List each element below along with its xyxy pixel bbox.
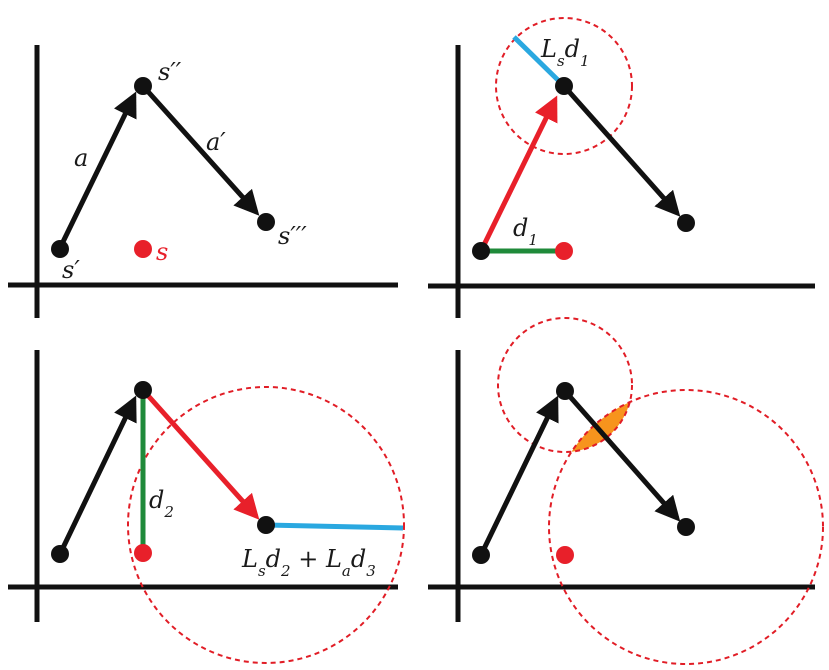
- panel-top-left: s′ s′′ s′′′ s a a′: [8, 45, 398, 318]
- state-s-double-prime-point: [134, 381, 152, 399]
- label-s-double-prime: s′′: [158, 58, 182, 86]
- lipschitz-ls-d1-line: [512, 35, 566, 88]
- state-s-point: [134, 240, 152, 258]
- state-s-double-prime-point: [134, 77, 152, 95]
- lipschitz-radius-circle: [127, 386, 405, 664]
- label-s: s: [156, 238, 168, 266]
- action-a-arrow: [57, 395, 137, 556]
- state-s-point: [134, 544, 152, 562]
- state-s-triple-prime-point: [257, 213, 275, 231]
- state-s-point: [555, 242, 573, 260]
- state-s-triple-prime-point: [677, 214, 695, 232]
- lipschitz-radius-line: [265, 522, 404, 531]
- action-a-prime-arrow: [141, 84, 260, 216]
- lipschitz-radius-circle: [495, 17, 633, 155]
- state-s-double-prime-point: [555, 77, 573, 95]
- label-d1: d1: [513, 214, 538, 249]
- state-s-prime-point: [472, 546, 490, 564]
- state-s-prime-point: [51, 240, 69, 258]
- label-s-triple-prime: s′′′: [278, 222, 307, 250]
- state-s-prime-point: [472, 242, 490, 260]
- state-s-double-prime-point: [556, 382, 574, 400]
- label-s-prime: s′: [62, 256, 80, 284]
- action-a-prime-arrow: [563, 389, 681, 522]
- large-radius-circle: [548, 389, 824, 665]
- action-a-arrow-from-s: [478, 95, 558, 253]
- label-d2: d2: [149, 486, 174, 521]
- panel-bottom-left: d2 Lsd2 + Lad3: [8, 350, 405, 664]
- state-s-triple-prime-point: [257, 516, 275, 534]
- panel-bottom-right: [428, 317, 824, 665]
- label-a: a: [74, 144, 88, 172]
- label-a-prime: a′: [206, 128, 226, 156]
- action-a-prime-arrow: [562, 84, 681, 217]
- label-ls-d2-plus-la-d3: Lsd2 + Lad3: [241, 545, 376, 580]
- state-s-point: [556, 546, 574, 564]
- panel-top-right: d1 Lsd1: [428, 17, 815, 318]
- state-s-prime-point: [51, 545, 69, 563]
- action-a-arrow: [478, 395, 559, 557]
- state-s-triple-prime-point: [677, 518, 695, 536]
- label-ls-d1: Lsd1: [540, 35, 590, 70]
- action-a-prime-arrow-from-s: [141, 388, 260, 520]
- action-a-arrow: [57, 91, 137, 250]
- small-radius-circle: [497, 317, 633, 453]
